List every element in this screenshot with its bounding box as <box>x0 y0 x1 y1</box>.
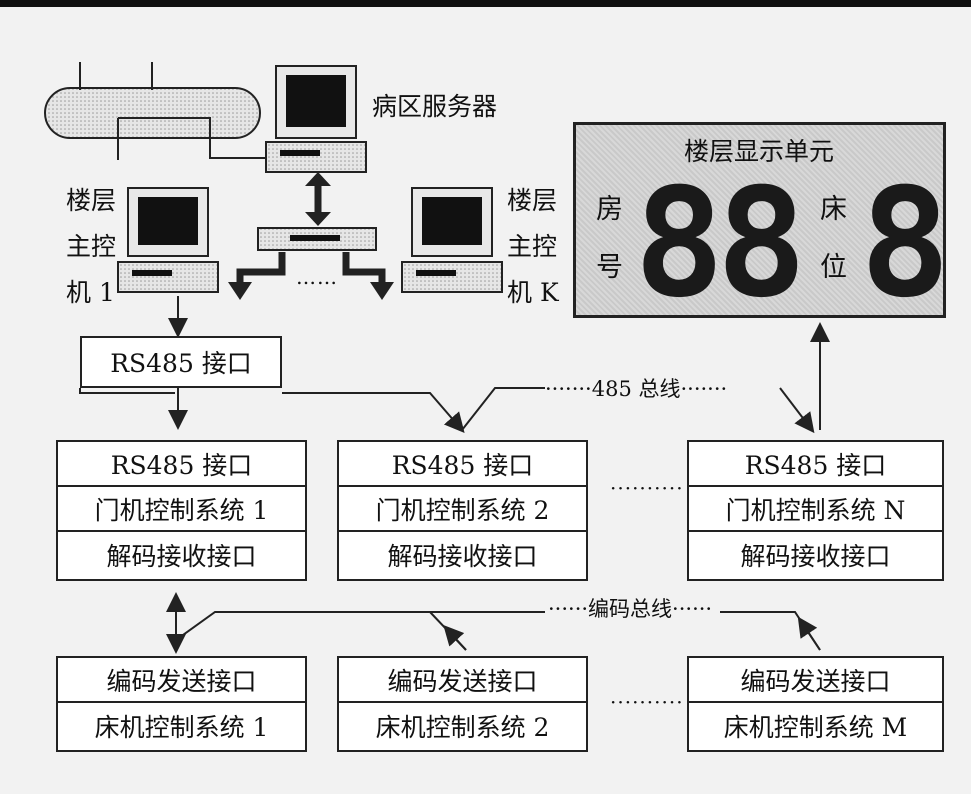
server-computer-icon <box>265 65 367 173</box>
bed-row-ellipsis: ·········· <box>610 690 684 714</box>
floor-display-unit: 楼层显示单元 房 号 床 位 88 8 <box>573 122 950 331</box>
display-title: 楼层显示单元 <box>684 137 835 166</box>
floor-host-k-icon <box>401 187 503 293</box>
bed-m-name: 床机控制系统 M <box>723 712 908 742</box>
floor-host-1-label-line1: 楼层 <box>66 186 117 215</box>
door-2-name: 门机控制系统 2 <box>339 487 586 532</box>
floor-host-k-label-line3: 机 K <box>507 278 559 307</box>
door-2-rs485: RS485 接口 <box>339 442 586 487</box>
room-number-digits: 88 <box>634 157 807 331</box>
door-row-ellipsis: ·········· <box>610 476 684 500</box>
floor-host-1-icon <box>117 187 219 293</box>
display-room-char-2: 号 <box>596 252 623 283</box>
door-1-name: 门机控制系统 1 <box>58 487 305 532</box>
display-bed-char-2: 位 <box>820 252 847 283</box>
top-border <box>0 0 971 7</box>
host-ellipsis: …… <box>296 265 338 289</box>
bed-1-name: 床机控制系统 1 <box>94 712 269 742</box>
door-system-2: RS485 接口 门机控制系统 2 解码接收接口 <box>337 440 588 581</box>
door-1-rs485: RS485 接口 <box>58 442 305 487</box>
bed-system-m: 编码发送接口 床机控制系统 M <box>687 656 944 752</box>
switch-to-hosts-arrows <box>228 252 394 300</box>
door-1-decode: 解码接收接口 <box>106 541 257 571</box>
bed-2-name: 床机控制系统 2 <box>375 712 550 742</box>
bed-2-encode: 编码发送接口 <box>339 658 586 703</box>
bed-system-1: 编码发送接口 床机控制系统 1 <box>56 656 307 752</box>
floor-host-k-label-line2: 主控 <box>507 232 558 261</box>
door-system-1: RS485 接口 门机控制系统 1 解码接收接口 <box>56 440 307 581</box>
door-system-n: RS485 接口 门机控制系统 N 解码接收接口 <box>687 440 944 581</box>
code-bus-label: ······编码总线······ <box>548 597 713 621</box>
floor-host-k-label-line1: 楼层 <box>507 186 558 215</box>
door-2-decode: 解码接收接口 <box>387 541 538 571</box>
display-room-char-1: 房 <box>596 194 623 225</box>
door-n-rs485: RS485 接口 <box>689 442 942 487</box>
server-switch-link <box>305 172 331 226</box>
bed-number-digit: 8 <box>860 157 951 331</box>
bed-system-2: 编码发送接口 床机控制系统 2 <box>337 656 588 752</box>
floor-host-1-label-line3: 机 1 <box>66 278 115 307</box>
network-switch-icon <box>257 227 377 251</box>
rs485-main-interface: RS485 接口 <box>80 336 282 388</box>
door-n-decode: 解码接收接口 <box>740 541 891 571</box>
bus-485-label: ·······485 总线······· <box>545 377 728 401</box>
floor-host-1-label-line2: 主控 <box>66 232 117 261</box>
door-n-name: 门机控制系统 N <box>689 487 942 532</box>
bed-1-encode: 编码发送接口 <box>58 658 305 703</box>
bed-m-encode: 编码发送接口 <box>689 658 942 703</box>
server-label: 病区服务器 <box>372 92 498 121</box>
network-cable-icon <box>44 62 275 160</box>
display-bed-char-1: 床 <box>820 194 847 225</box>
